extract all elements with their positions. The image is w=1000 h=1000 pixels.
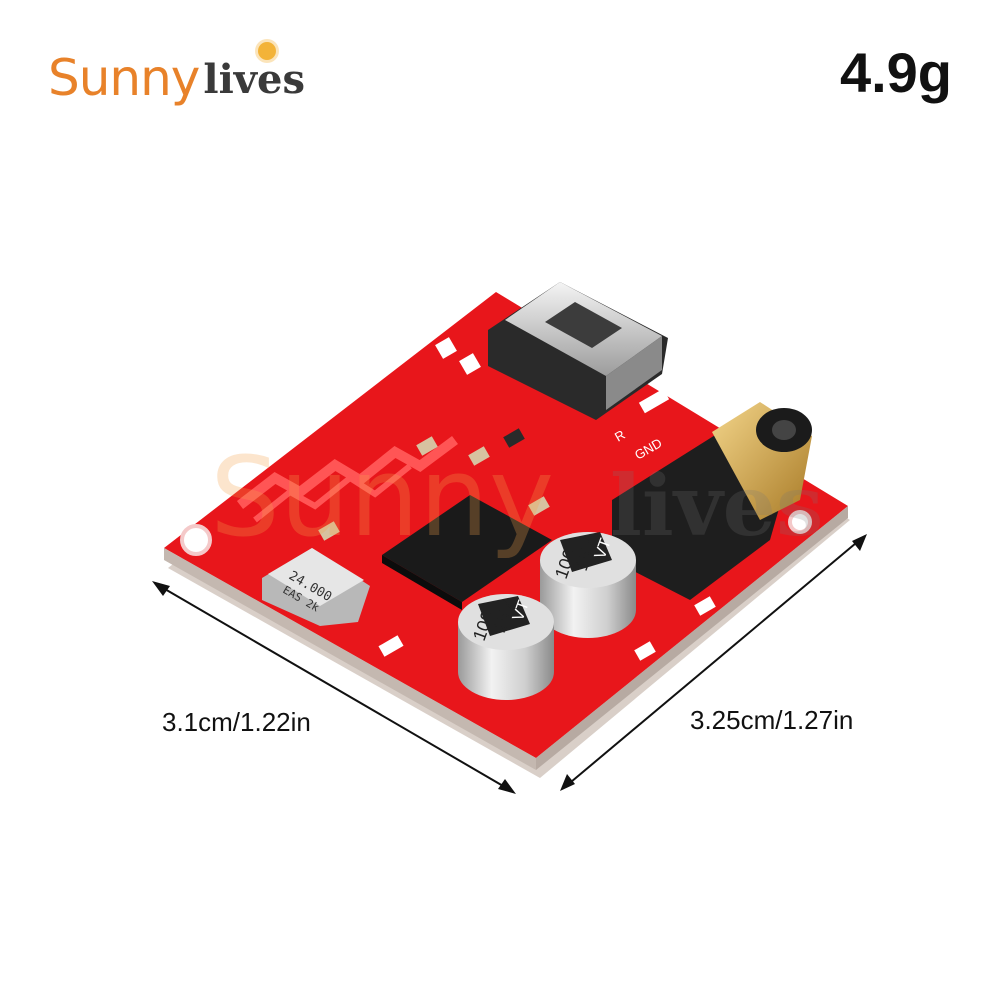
solder-pad — [459, 353, 481, 375]
mounting-hole — [180, 524, 212, 556]
brand-watermark-part2: lives — [610, 456, 823, 555]
smd-component — [318, 521, 340, 541]
sun-icon — [258, 42, 276, 60]
antenna-trace — [253, 463, 412, 523]
brand-logo: Sunny lives — [48, 38, 305, 108]
usb-c-connector — [488, 282, 668, 420]
brand-watermark-part1: Sunny — [210, 433, 554, 561]
crystal-oscillator — [262, 548, 370, 626]
brand-name-part1: Sunny — [48, 49, 200, 107]
dimension-arrow-width — [560, 534, 867, 791]
width-dimension-label: 3.25cm/1.27in — [690, 705, 854, 735]
smd-component — [468, 446, 490, 466]
product-weight: 4.9g — [839, 41, 952, 104]
ic-chip — [382, 495, 552, 610]
cap1-mark: VT — [592, 536, 615, 561]
mounting-hole — [788, 510, 812, 534]
audio-jack — [612, 402, 812, 600]
smd-component — [503, 428, 525, 448]
led — [378, 635, 404, 657]
solder-pad — [638, 388, 670, 414]
capacitor-1 — [540, 532, 636, 638]
antenna-trace — [236, 435, 458, 509]
smd-component — [528, 496, 550, 516]
solder-pad — [634, 641, 656, 661]
cap2-mark: VT — [510, 598, 533, 623]
length-dimension-label: 3.1cm/1.22in — [162, 707, 311, 737]
solder-pad — [694, 596, 716, 616]
smd-component — [416, 436, 438, 456]
dimension-arrow-length — [152, 581, 516, 794]
solder-pad — [435, 337, 457, 359]
capacitor-2 — [458, 594, 554, 700]
brand-name-part2: lives — [203, 56, 306, 103]
